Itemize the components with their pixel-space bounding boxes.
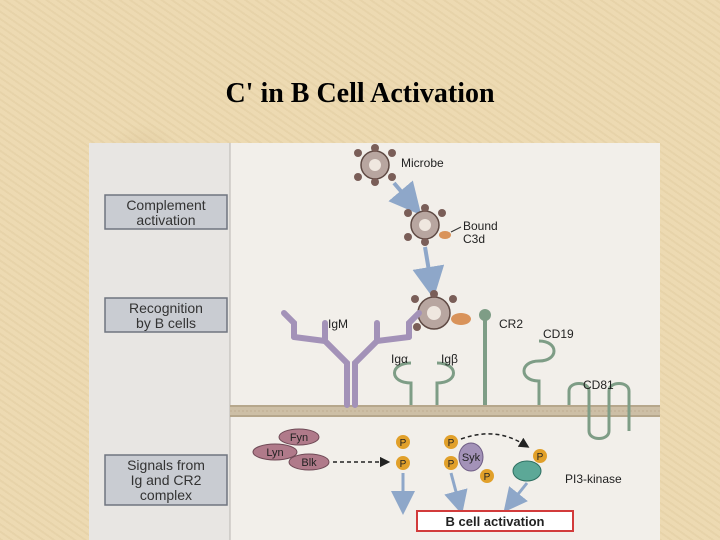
fyn-label: Fyn [290, 432, 308, 444]
blk-label: Blk [301, 457, 317, 469]
p-label-4: P [448, 459, 455, 470]
step-signals-from-ig-cr2: Signals from Ig and CR2 complex [104, 454, 228, 506]
step-2-line2: by B cells [136, 315, 196, 331]
arrow-to-bound [388, 180, 422, 216]
p-label-2: P [400, 459, 407, 470]
step-1-line1: Complement [126, 197, 205, 213]
p-label-3: P [448, 438, 455, 449]
b-cell-activation-label: B cell activation [446, 514, 545, 529]
step-recognition-by-b-cells: Recognition by B cells [104, 297, 228, 333]
step-2-line1: Recognition [129, 300, 203, 316]
igm-receptor [281, 310, 422, 408]
activation-arrow-3 [503, 482, 529, 513]
bound-label-line1: Bound [463, 219, 498, 233]
step-1-line2: activation [136, 212, 195, 228]
arrow-to-recognition [412, 246, 445, 299]
b-cell-activation-box: B cell activation [416, 510, 574, 532]
cd19-receptor [522, 339, 556, 405]
step-complement-activation: Complement activation [104, 194, 228, 230]
p-label-5: P [484, 472, 491, 483]
ig-alpha-beta [393, 361, 455, 405]
pi3k-label: PI3-kinase [565, 472, 622, 486]
microbe-label: Microbe [401, 156, 444, 170]
cr2-label: CR2 [499, 317, 523, 331]
pi3-kinase [512, 460, 542, 482]
ig-beta-label: Igβ [441, 352, 458, 366]
p-label-1: P [400, 438, 407, 449]
microbe-icon [354, 144, 396, 186]
bound-label-line2: C3d [463, 232, 485, 246]
microbe-bound-to-receptors-icon [411, 290, 471, 331]
activation-arrow-2 [444, 472, 468, 515]
syk-kinase [458, 442, 484, 472]
step-3-line3: complex [140, 487, 192, 503]
b-cell-activation-figure: Complement activation Recognition by B c… [89, 143, 660, 540]
lyn-label: Lyn [266, 447, 283, 459]
cd19-label: CD19 [543, 327, 574, 341]
ig-alpha-label: Igα [391, 352, 408, 366]
syk-label: Syk [462, 452, 481, 464]
slide-title: C' in B Cell Activation [225, 78, 495, 109]
step-3-line2: Ig and CR2 [131, 472, 202, 488]
cd81-label: CD81 [583, 378, 614, 392]
microbe-with-c3d-icon [404, 204, 451, 246]
igm-label: IgM [328, 317, 348, 331]
cd81-receptor [567, 382, 631, 440]
signal-arrow-2 [460, 433, 530, 448]
step-3-line1: Signals from [127, 457, 205, 473]
cell-membrane [230, 405, 660, 417]
src-kinases [252, 428, 330, 471]
phospho-groups [396, 435, 547, 483]
cr2-receptor [479, 309, 491, 405]
p-label-6: P [537, 452, 544, 463]
